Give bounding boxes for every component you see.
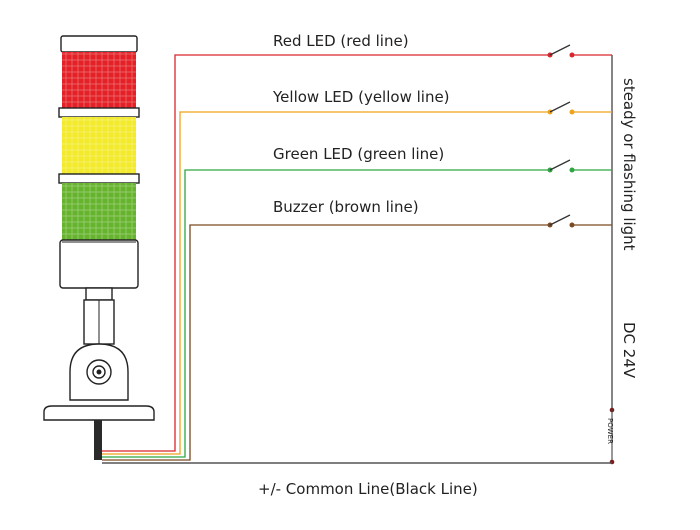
switch-blade-green bbox=[549, 159, 571, 171]
tower-neck bbox=[85, 287, 113, 301]
wire-label-yellow: Yellow LED (yellow line) bbox=[272, 88, 450, 106]
power-label: POWER bbox=[606, 418, 614, 444]
wire-green bbox=[102, 169, 550, 458]
wire-label-red: Red LED (red line) bbox=[273, 32, 409, 50]
tower-ring-1 bbox=[58, 107, 140, 118]
wire-label-green: Green LED (green line) bbox=[273, 145, 444, 163]
wire-yellow bbox=[102, 111, 550, 455]
tower-base bbox=[43, 405, 155, 421]
wire-red bbox=[102, 54, 550, 452]
switch-blade-red bbox=[549, 44, 571, 56]
buzzer-housing bbox=[59, 239, 139, 289]
side-label-voltage: DC 24V bbox=[620, 322, 638, 379]
wire-label-buzzer: Buzzer (brown line) bbox=[273, 198, 419, 216]
switches bbox=[547, 44, 612, 228]
signal-tower bbox=[43, 35, 155, 460]
switch-blade-buzzer bbox=[549, 214, 571, 226]
common-line-label: +/- Common Line(Black Line) bbox=[258, 480, 478, 498]
wire-buzzer bbox=[102, 224, 550, 461]
tower-cap bbox=[60, 35, 138, 53]
cable-bundle bbox=[94, 420, 102, 460]
tower-ring-2 bbox=[58, 173, 140, 184]
wires bbox=[102, 54, 615, 465]
switch-blade-yellow bbox=[549, 101, 571, 113]
side-label-light-mode: steady or flashing light bbox=[620, 78, 638, 251]
